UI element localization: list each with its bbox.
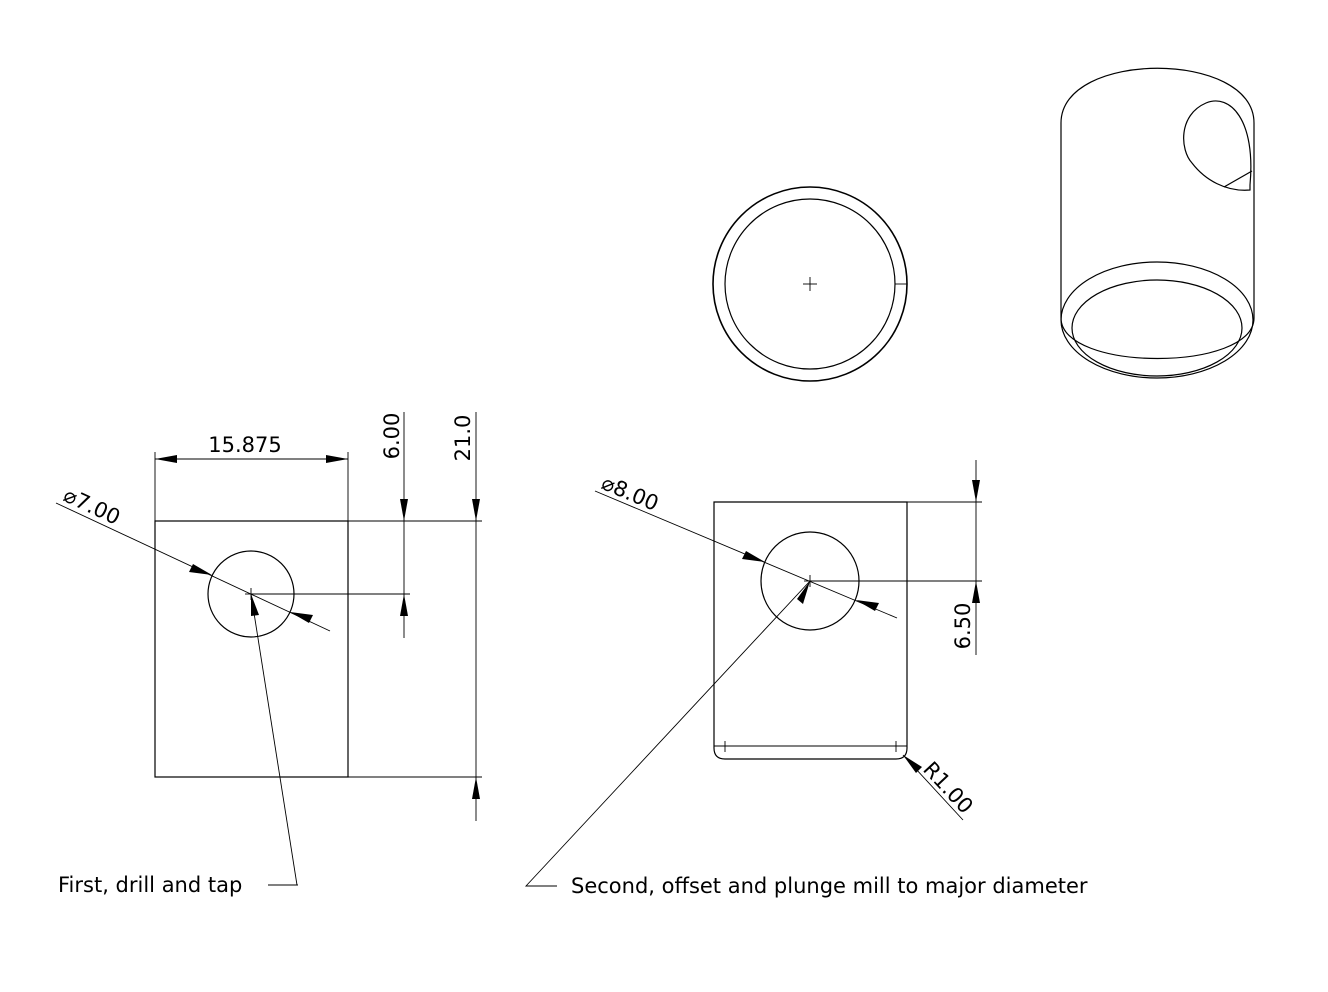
first-note-text: First, drill and tap	[58, 873, 242, 897]
side-hole-offset-dimension: 6.50	[810, 460, 982, 655]
height-arrow-bottom	[472, 777, 480, 799]
second-note-leader-arrow	[797, 581, 810, 604]
diameter-arrow-left	[189, 564, 212, 575]
iso-bottom-outer-arc	[1060, 317, 1255, 360]
fillet-leader-arrow	[903, 755, 922, 773]
iso-side-hole	[1183, 100, 1252, 191]
front-hole-offset-dimension: 6.00	[251, 412, 482, 638]
width-arrow-right	[326, 455, 348, 463]
side-offset-dimension-text: 6.50	[951, 603, 975, 650]
width-dimension-text: 15.875	[208, 433, 281, 457]
fillet-radius-dimension: R1.00	[902, 754, 978, 821]
second-note-text: Second, offset and plunge mill to major …	[571, 874, 1088, 898]
side-diameter-arrow-right	[856, 600, 879, 611]
fillet-radius-text: R1.00	[918, 757, 977, 818]
side-view-outline	[713, 501, 908, 760]
height-arrow-top	[472, 499, 480, 521]
offset-arrow-top	[400, 499, 408, 521]
first-note-leader: First, drill and tap	[58, 593, 298, 897]
side-view	[713, 501, 908, 760]
front-hole-diameter-dimension: ⌀7.00	[55, 483, 331, 632]
side-hole-diameter-text: ⌀8.00	[598, 471, 662, 516]
width-arrow-left	[155, 455, 177, 463]
offset-arrow-bottom	[400, 594, 408, 616]
iso-top-arc	[1060, 67, 1255, 124]
first-note-leader-arrow	[251, 594, 259, 616]
top-view	[712, 186, 908, 382]
front-view-outline	[154, 520, 349, 778]
diameter-arrow-right	[290, 612, 313, 623]
side-offset-arrow-top	[972, 480, 980, 502]
side-hole-diameter-dimension: ⌀8.00	[594, 471, 898, 619]
height-dimension: 21.0	[348, 412, 482, 821]
iso-side-hole-edge	[1223, 170, 1253, 188]
first-note-leader-line	[250, 593, 298, 886]
width-dimension: 15.875	[154, 433, 349, 521]
side-diameter-arrow-left	[742, 551, 765, 562]
second-note-leader-line	[524, 580, 811, 887]
front-hole-diameter-text: ⌀7.00	[60, 483, 124, 530]
side-offset-arrow-bottom	[972, 581, 980, 603]
second-note-leader: Second, offset and plunge mill to major …	[524, 580, 1088, 898]
front-view	[154, 520, 349, 778]
offset-dimension-text: 6.00	[380, 413, 404, 460]
iso-bottom-face-ellipse	[1071, 279, 1243, 377]
height-dimension-text: 21.0	[451, 415, 475, 462]
isometric-view	[1060, 67, 1255, 379]
